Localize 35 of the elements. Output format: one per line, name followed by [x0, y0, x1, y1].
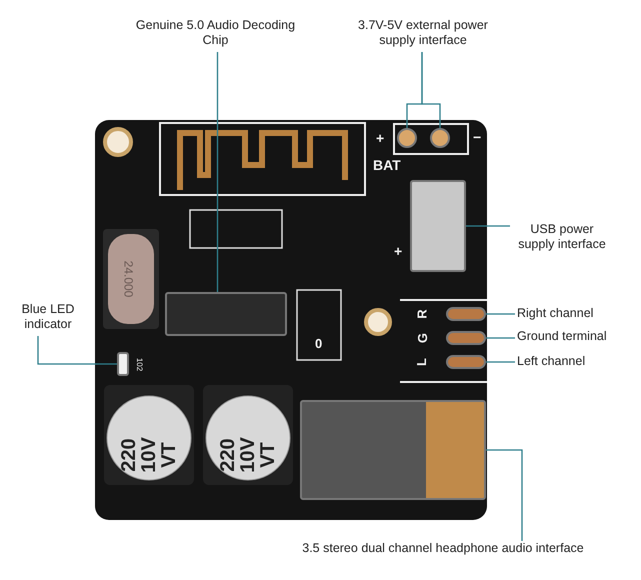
leader-line	[216, 52, 218, 292]
silkscreen-label: +	[394, 244, 402, 258]
solder-pad	[446, 331, 486, 345]
callout-label: Left channel	[517, 354, 627, 369]
chip	[165, 292, 287, 336]
leader-line	[486, 337, 515, 339]
solder-pad	[446, 307, 486, 321]
leader-line	[486, 449, 523, 541]
silkscreen-label: BAT	[373, 158, 401, 172]
callout-label: 3.7V-5V external power supply interface	[348, 18, 498, 48]
callout-label: USB power supply interface	[512, 222, 612, 252]
leader-line	[486, 361, 515, 363]
component-marking: 0	[315, 337, 322, 351]
component-marking: 220 10V VT	[218, 436, 278, 475]
silkscreen-label: +	[376, 131, 384, 145]
component-marking: 24.000	[121, 260, 136, 298]
leader-line	[486, 313, 515, 315]
silkscreen-label: L	[414, 358, 429, 366]
usb-port	[410, 180, 466, 272]
audio-jack	[300, 400, 486, 500]
solder-pad	[446, 355, 486, 369]
silkscreen-label: R	[416, 309, 430, 319]
callout-label: Blue LED indicator	[8, 302, 88, 332]
callout-label: 3.5 stereo dual channel headphone audio interface	[293, 541, 593, 556]
leader-line	[421, 52, 441, 128]
callout-label: Right channel	[517, 306, 627, 321]
silkscreen-label: G	[416, 332, 430, 344]
leader-line	[466, 225, 510, 227]
leader-line	[37, 336, 117, 365]
component-marking: 102	[135, 358, 144, 372]
callout-label: Ground terminal	[517, 329, 637, 344]
silkscreen-label: −	[473, 130, 482, 144]
component-marking: 220 10V VT	[119, 436, 179, 475]
callout-label: Genuine 5.0 Audio Decoding Chip	[128, 18, 303, 48]
led	[117, 352, 129, 376]
